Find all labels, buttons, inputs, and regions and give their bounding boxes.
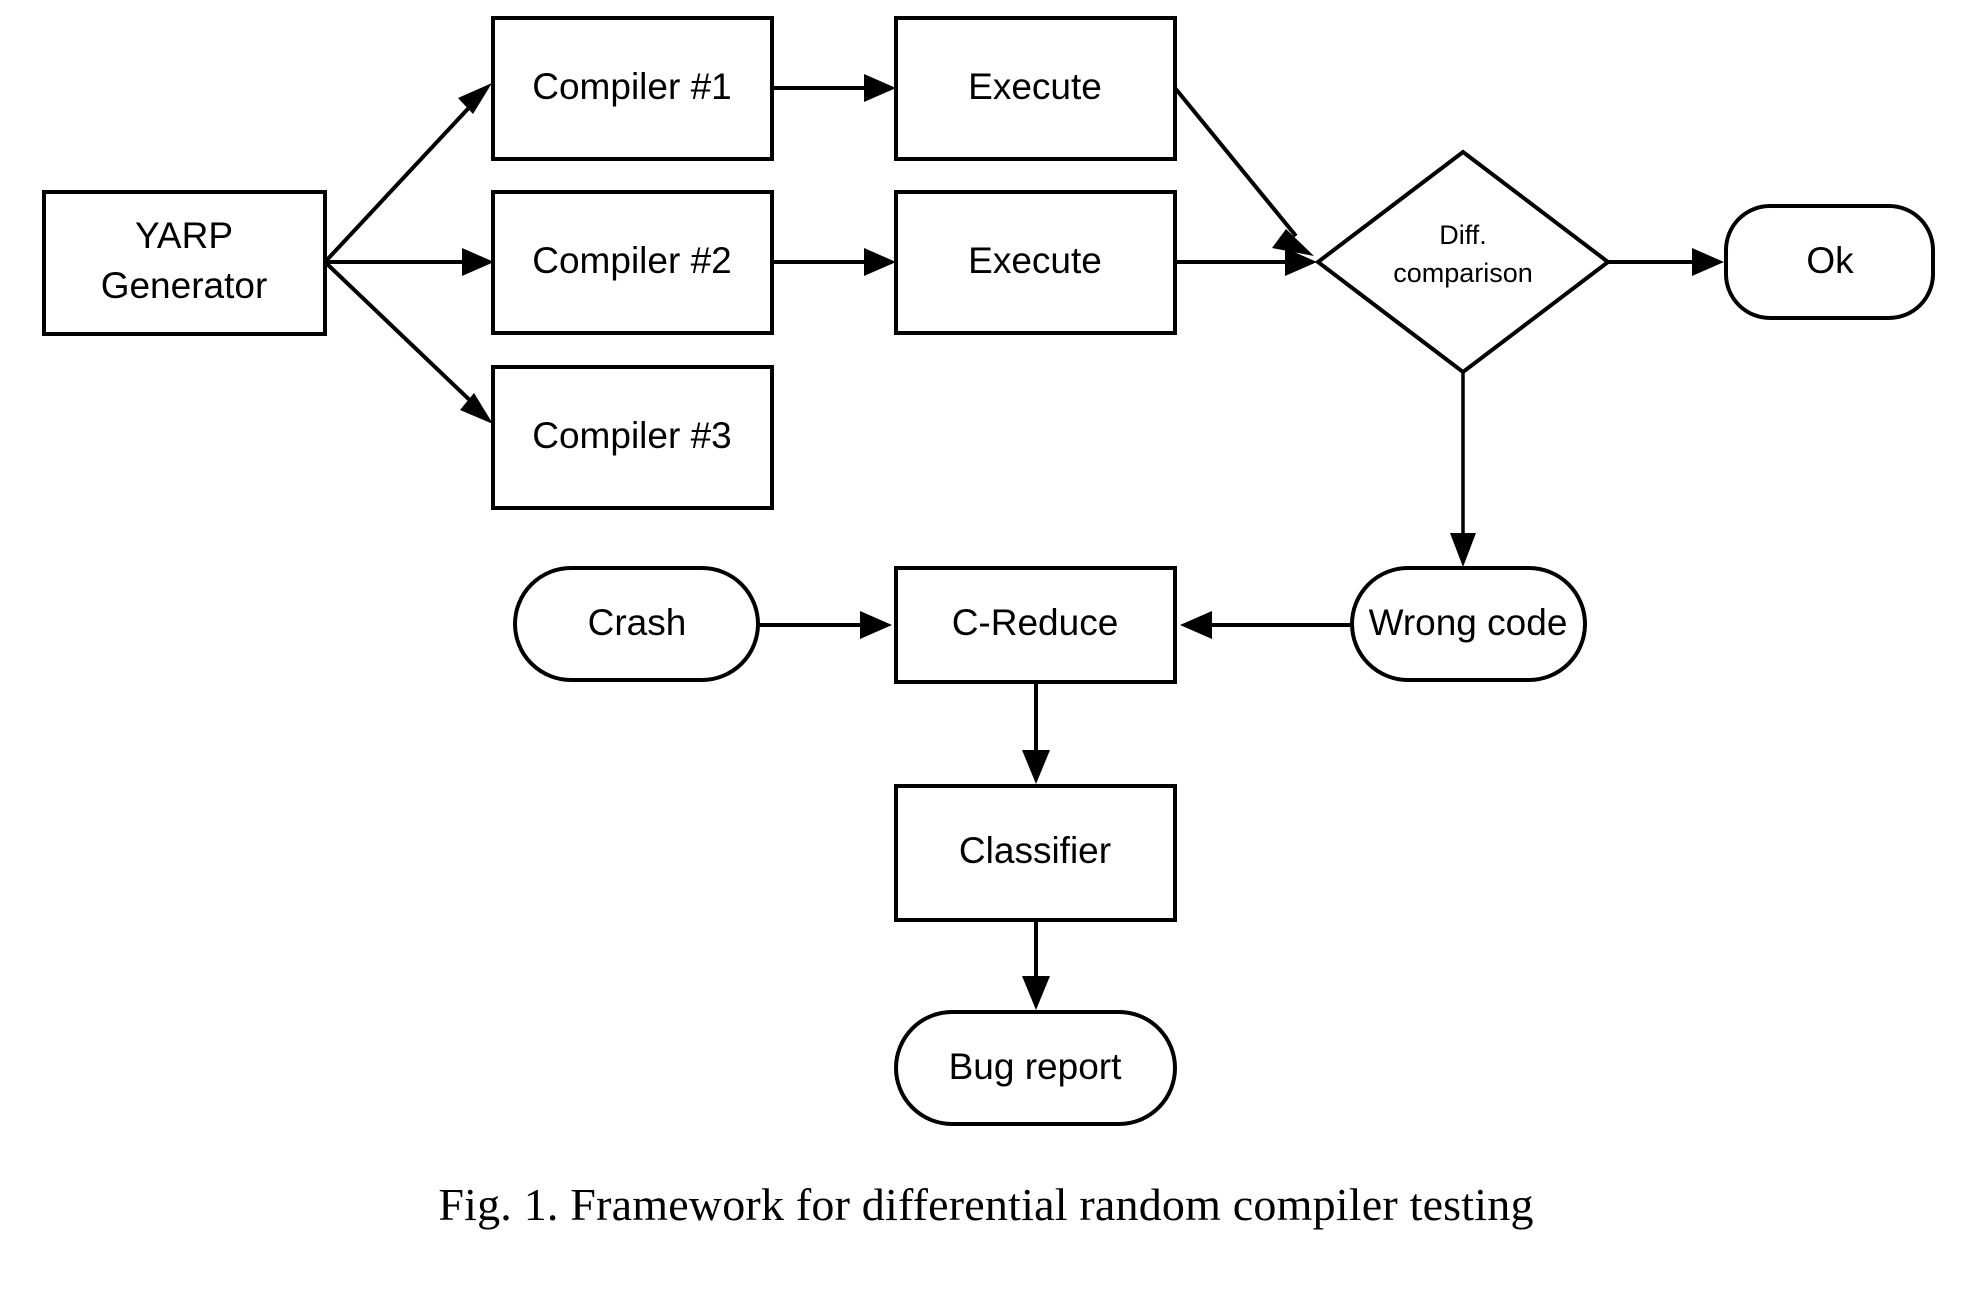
node-compiler-1[interactable]: Compiler #1	[491, 16, 774, 161]
node-diff-comparison-label-line2: comparison	[1393, 258, 1533, 288]
node-bug-report[interactable]: Bug report	[894, 1010, 1177, 1126]
node-wrong-code[interactable]: Wrong code	[1350, 566, 1587, 682]
node-ok-label: Ok	[1806, 240, 1854, 281]
edge-wrong-code-to-creduce	[1180, 611, 1350, 639]
node-classifier-label: Classifier	[959, 830, 1111, 871]
edge-creduce-to-classifier	[1022, 682, 1050, 784]
node-c-reduce-label: C-Reduce	[952, 602, 1119, 643]
edge-generator-to-compiler3	[323, 260, 493, 424]
node-execute-2-label: Execute	[968, 240, 1102, 281]
node-bug-report-label: Bug report	[949, 1046, 1122, 1087]
node-yarp-generator[interactable]: YARP Generator	[42, 190, 327, 336]
node-compiler-3[interactable]: Compiler #3	[491, 365, 774, 510]
nodes-layer: YARP Generator Compiler #1 Compiler #2 C…	[42, 16, 1935, 1126]
node-ok[interactable]: Ok	[1724, 204, 1935, 320]
figure-caption: Fig. 1. Framework for differential rando…	[438, 1179, 1534, 1230]
edge-generator-to-compiler1	[323, 83, 492, 264]
node-classifier[interactable]: Classifier	[894, 784, 1177, 922]
node-c-reduce[interactable]: C-Reduce	[894, 566, 1177, 684]
flowchart-canvas: YARP Generator Compiler #1 Compiler #2 C…	[42, 16, 1935, 1126]
node-compiler-3-label: Compiler #3	[532, 415, 731, 456]
node-execute-1[interactable]: Execute	[894, 16, 1177, 161]
node-compiler-1-label: Compiler #1	[532, 66, 731, 107]
node-wrong-code-label: Wrong code	[1369, 602, 1568, 643]
node-execute-1-label: Execute	[968, 66, 1102, 107]
node-diff-comparison[interactable]: Diff. comparison	[1314, 149, 1612, 375]
node-compiler-2-label: Compiler #2	[532, 240, 731, 281]
edge-execute2-to-diff	[1175, 248, 1317, 276]
node-yarp-generator-label-line1: YARP	[135, 215, 233, 256]
node-execute-2[interactable]: Execute	[894, 190, 1177, 335]
edge-classifier-to-bug-report	[1022, 920, 1050, 1010]
node-crash[interactable]: Crash	[513, 566, 760, 682]
node-diff-comparison-label-line1: Diff.	[1439, 220, 1487, 250]
node-yarp-generator-label-line2: Generator	[101, 265, 268, 306]
node-compiler-2[interactable]: Compiler #2	[491, 190, 774, 335]
edge-compiler1-to-execute1	[772, 74, 896, 102]
edge-diff-to-ok	[1608, 248, 1724, 276]
edge-compiler2-to-execute2	[772, 248, 896, 276]
edge-generator-to-compiler2	[325, 248, 494, 276]
edges-layer	[323, 74, 1724, 1010]
edge-crash-to-creduce	[758, 611, 892, 639]
node-crash-label: Crash	[588, 602, 687, 643]
edge-execute1-to-diff	[1173, 86, 1314, 256]
